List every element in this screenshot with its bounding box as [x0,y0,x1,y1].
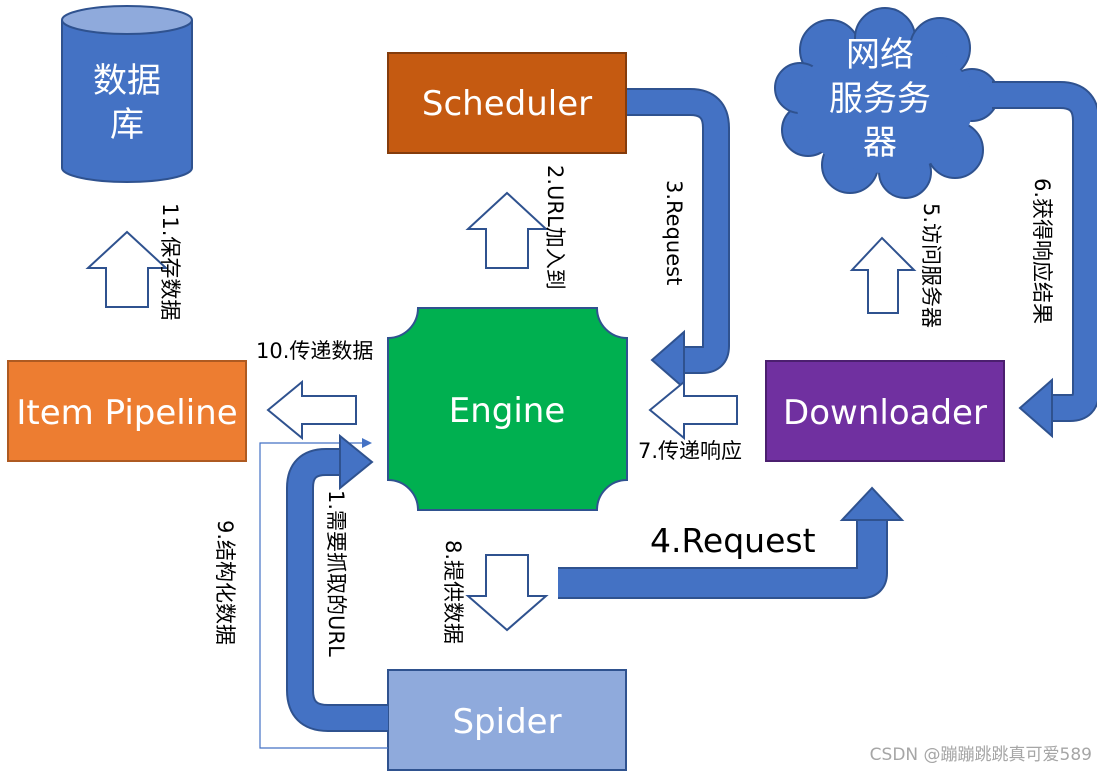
thin-connector-arrowhead [362,438,372,448]
internet-label-line3: 器 [863,123,897,163]
database-node: 数据 库 [61,5,193,183]
step-9-label: 9.结构化数据 [213,520,237,645]
hollow-arrow-up-save [85,230,169,308]
csdn-watermark: CSDN @蹦蹦跳跳真可爱589 [870,745,1092,765]
engine-label: Engine [449,391,566,431]
database-label-line2: 库 [110,105,144,145]
flow-arrow-internet-to-downloader [992,81,1097,439]
flow-arrow-request-to-downloader [558,486,905,599]
downloader-label: Downloader [783,393,987,433]
flow-arrow-scheduler-to-engine [627,88,730,391]
hollow-arrow-down-provide [465,554,549,632]
step-8-label: 8.提供数据 [441,540,465,644]
database-label-line1: 数据 [93,61,161,101]
item-pipeline-node: Item Pipeline [7,360,247,462]
thin-connector-line [259,442,388,749]
step-6-label: 6.获得响应结果 [1030,178,1054,324]
flow-arrow-spider-to-engine [286,433,388,732]
step-3-label: 3.Request [662,180,686,285]
hollow-arrow-up-enqueue [465,191,549,269]
hollow-arrow-up-visit [849,236,917,314]
step-7-label: 7.传递响应 [638,439,742,463]
internet-label-line2: 服务务 [829,79,931,119]
step-4-label: 4.Request [650,521,816,560]
step-1-label: 1.需要抓取的URL [324,490,348,657]
step-5-label: 5.访问服务器 [919,203,943,328]
engine-node: Engine [387,307,628,511]
step-10-label: 10.传递数据 [256,339,373,363]
step-11-label: 11.保存数据 [158,203,182,320]
item-pipeline-label: Item Pipeline [16,393,237,433]
internet-label-line1: 网络 [846,35,914,75]
step-2-label: 2.URL加入到 [543,165,567,290]
scheduler-label: Scheduler [422,84,592,124]
internet-cloud-node: 网络 服务务 器 [774,7,999,199]
spider-label: Spider [452,702,561,742]
spider-node: Spider [387,669,627,771]
scheduler-node: Scheduler [387,52,627,154]
hollow-arrow-left-pipeline [266,379,357,441]
downloader-node: Downloader [765,360,1005,462]
hollow-arrow-left-response [648,379,738,441]
